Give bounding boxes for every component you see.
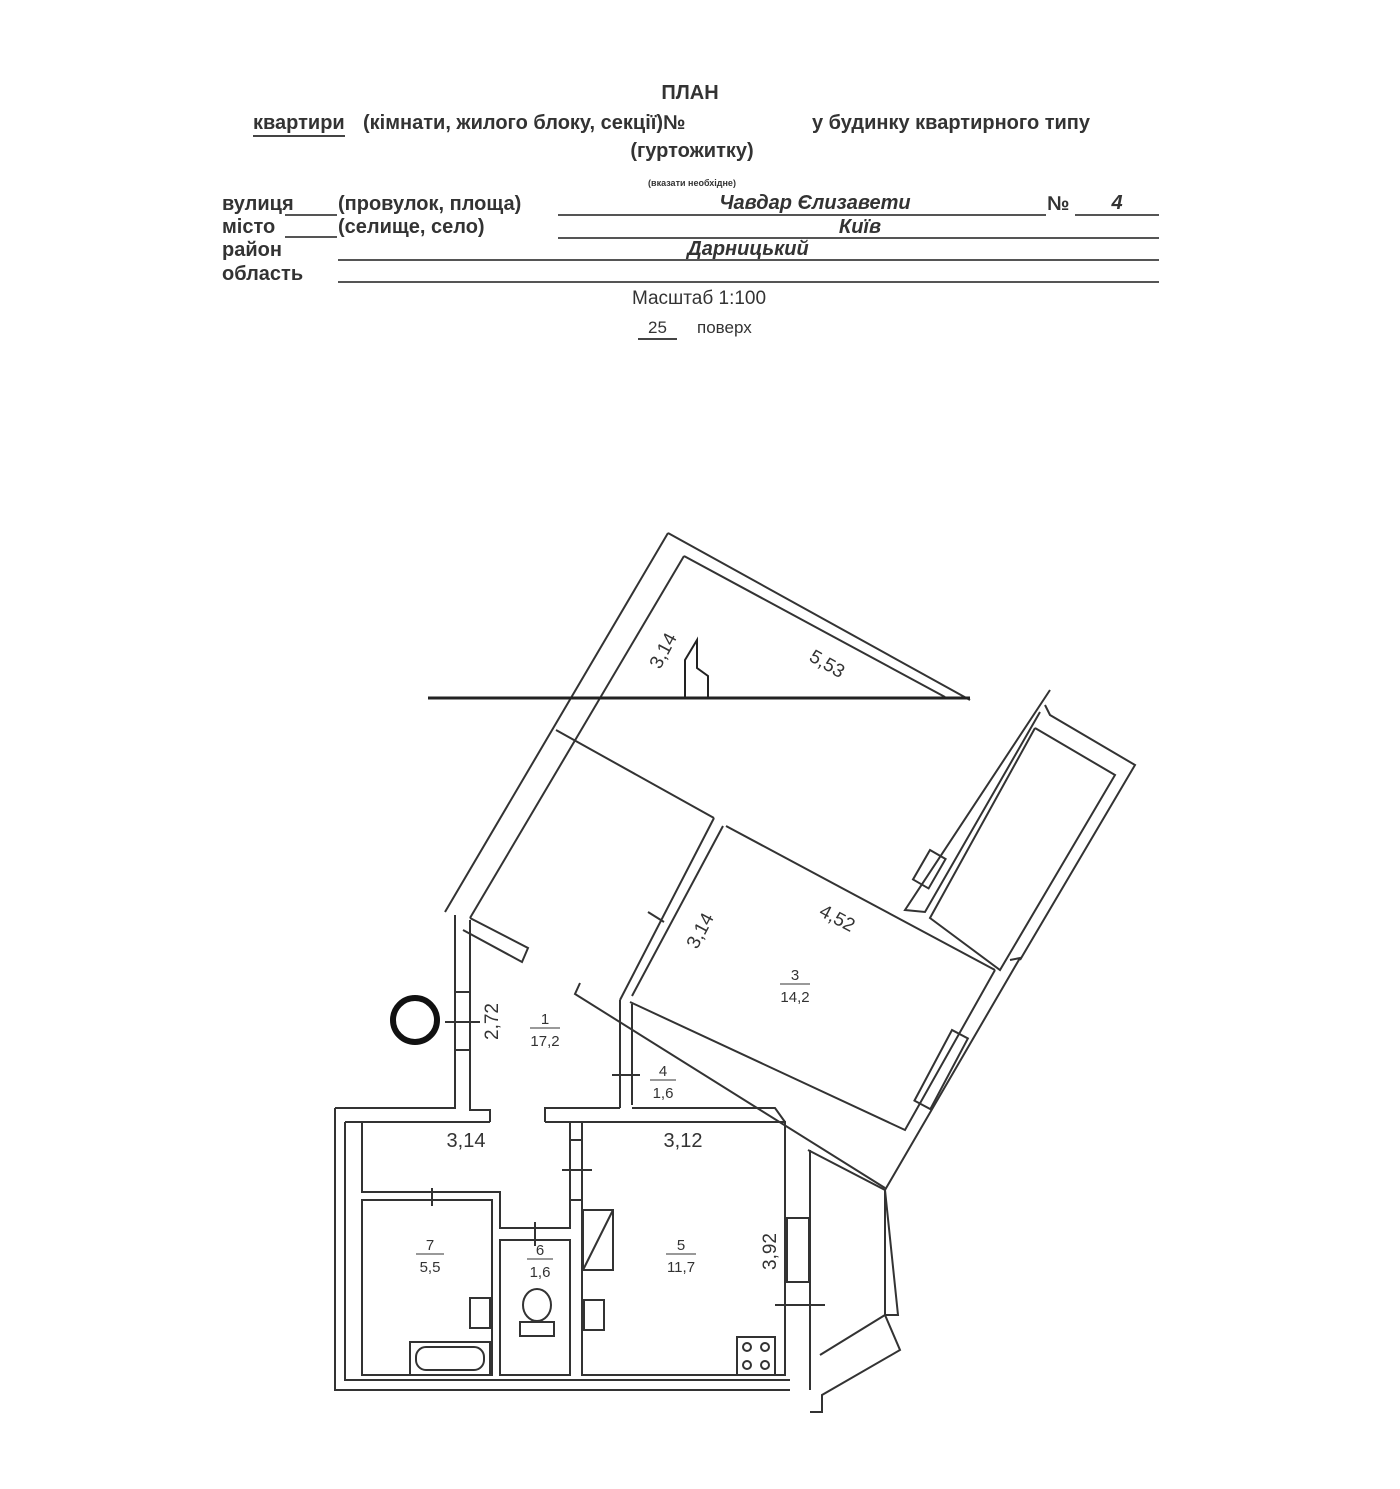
number-label: № [1047, 193, 1070, 215]
scale-label: Масштаб 1:100 [631, 288, 767, 309]
wall [462, 917, 530, 964]
city-value: Київ [838, 216, 882, 238]
street-value: Чавдар Єлизавети [719, 192, 911, 214]
wall [928, 727, 1117, 972]
wall [444, 532, 669, 913]
wall [667, 532, 971, 701]
dimension-label: 3,14 [683, 909, 719, 952]
dormitory-label: (гуртожитку) [630, 140, 754, 162]
room-number: 3 [791, 967, 799, 984]
dimension-label: 4,52 [816, 901, 859, 937]
cabinet [582, 1209, 614, 1271]
dimension-label: 3,12 [664, 1130, 703, 1152]
wall [544, 1107, 620, 1122]
wall [631, 825, 724, 997]
wall [629, 969, 996, 1132]
room-area: 5,5 [420, 1259, 441, 1276]
dimension-label: 5,53 [806, 646, 849, 683]
room-number: 5 [677, 1237, 685, 1254]
street-label: вулиця [222, 193, 294, 215]
entrance-marker [390, 995, 440, 1045]
room-number: 7 [426, 1237, 434, 1254]
dimension-label: 3,92 [760, 1233, 781, 1270]
wall [1019, 704, 1137, 961]
region-label: область [222, 263, 304, 285]
wall [884, 956, 1022, 1191]
window [786, 1217, 810, 1283]
sink-icon [583, 1299, 605, 1331]
wall [807, 1149, 900, 1316]
apartment-type-label: квартири [253, 112, 345, 137]
room-area: 1,6 [653, 1085, 674, 1102]
floor-number: 25 [638, 318, 677, 340]
wall [469, 555, 685, 919]
wall [555, 729, 715, 819]
wall [810, 1313, 902, 1413]
room-area: 14,2 [780, 989, 809, 1006]
wall [361, 1122, 571, 1229]
room-number: 1 [541, 1011, 549, 1028]
wall [619, 817, 715, 1001]
number-value: 4 [1111, 192, 1123, 214]
hint-label: (вказати необхідне) [648, 178, 736, 188]
room-area: 1,6 [530, 1264, 551, 1281]
wall [334, 1108, 790, 1391]
room-number: 4 [659, 1063, 667, 1080]
wall [335, 915, 456, 1109]
street-alt-label: (провулок, площа) [338, 193, 522, 215]
dimension-label: 2,72 [482, 1003, 503, 1040]
marker-icon [684, 636, 709, 699]
wall [632, 1107, 786, 1123]
room-7 [361, 1199, 493, 1376]
city-alt-label: (селище, село) [338, 216, 485, 238]
dimension-label: 3,14 [447, 1130, 486, 1152]
window [911, 848, 947, 890]
apartment-type-alt: (кімнати, жилого блоку, секції)№ [363, 112, 686, 134]
room-6 [499, 1239, 571, 1376]
plan-title: ПЛАН [661, 82, 719, 104]
bathtub-icon [409, 1341, 491, 1376]
wall [573, 982, 886, 1189]
wall [725, 825, 996, 971]
building-type-label: у будинку квартирного типу [812, 112, 1091, 134]
stove-icon [736, 1336, 776, 1376]
wall [903, 689, 1051, 914]
wall [344, 1122, 790, 1381]
city-label: місто [222, 216, 276, 238]
room-number: 6 [536, 1242, 544, 1259]
toilet-icon [522, 1288, 552, 1322]
room-area: 11,7 [667, 1259, 695, 1276]
sink-icon [469, 1297, 491, 1329]
room-area: 17,2 [530, 1033, 559, 1050]
district-value: Дарницький [687, 238, 809, 260]
floor-label: поверх [697, 318, 752, 337]
district-label: район [222, 239, 282, 261]
window [913, 1028, 970, 1111]
dimension-label: 3,14 [646, 629, 682, 672]
wall [683, 555, 946, 698]
